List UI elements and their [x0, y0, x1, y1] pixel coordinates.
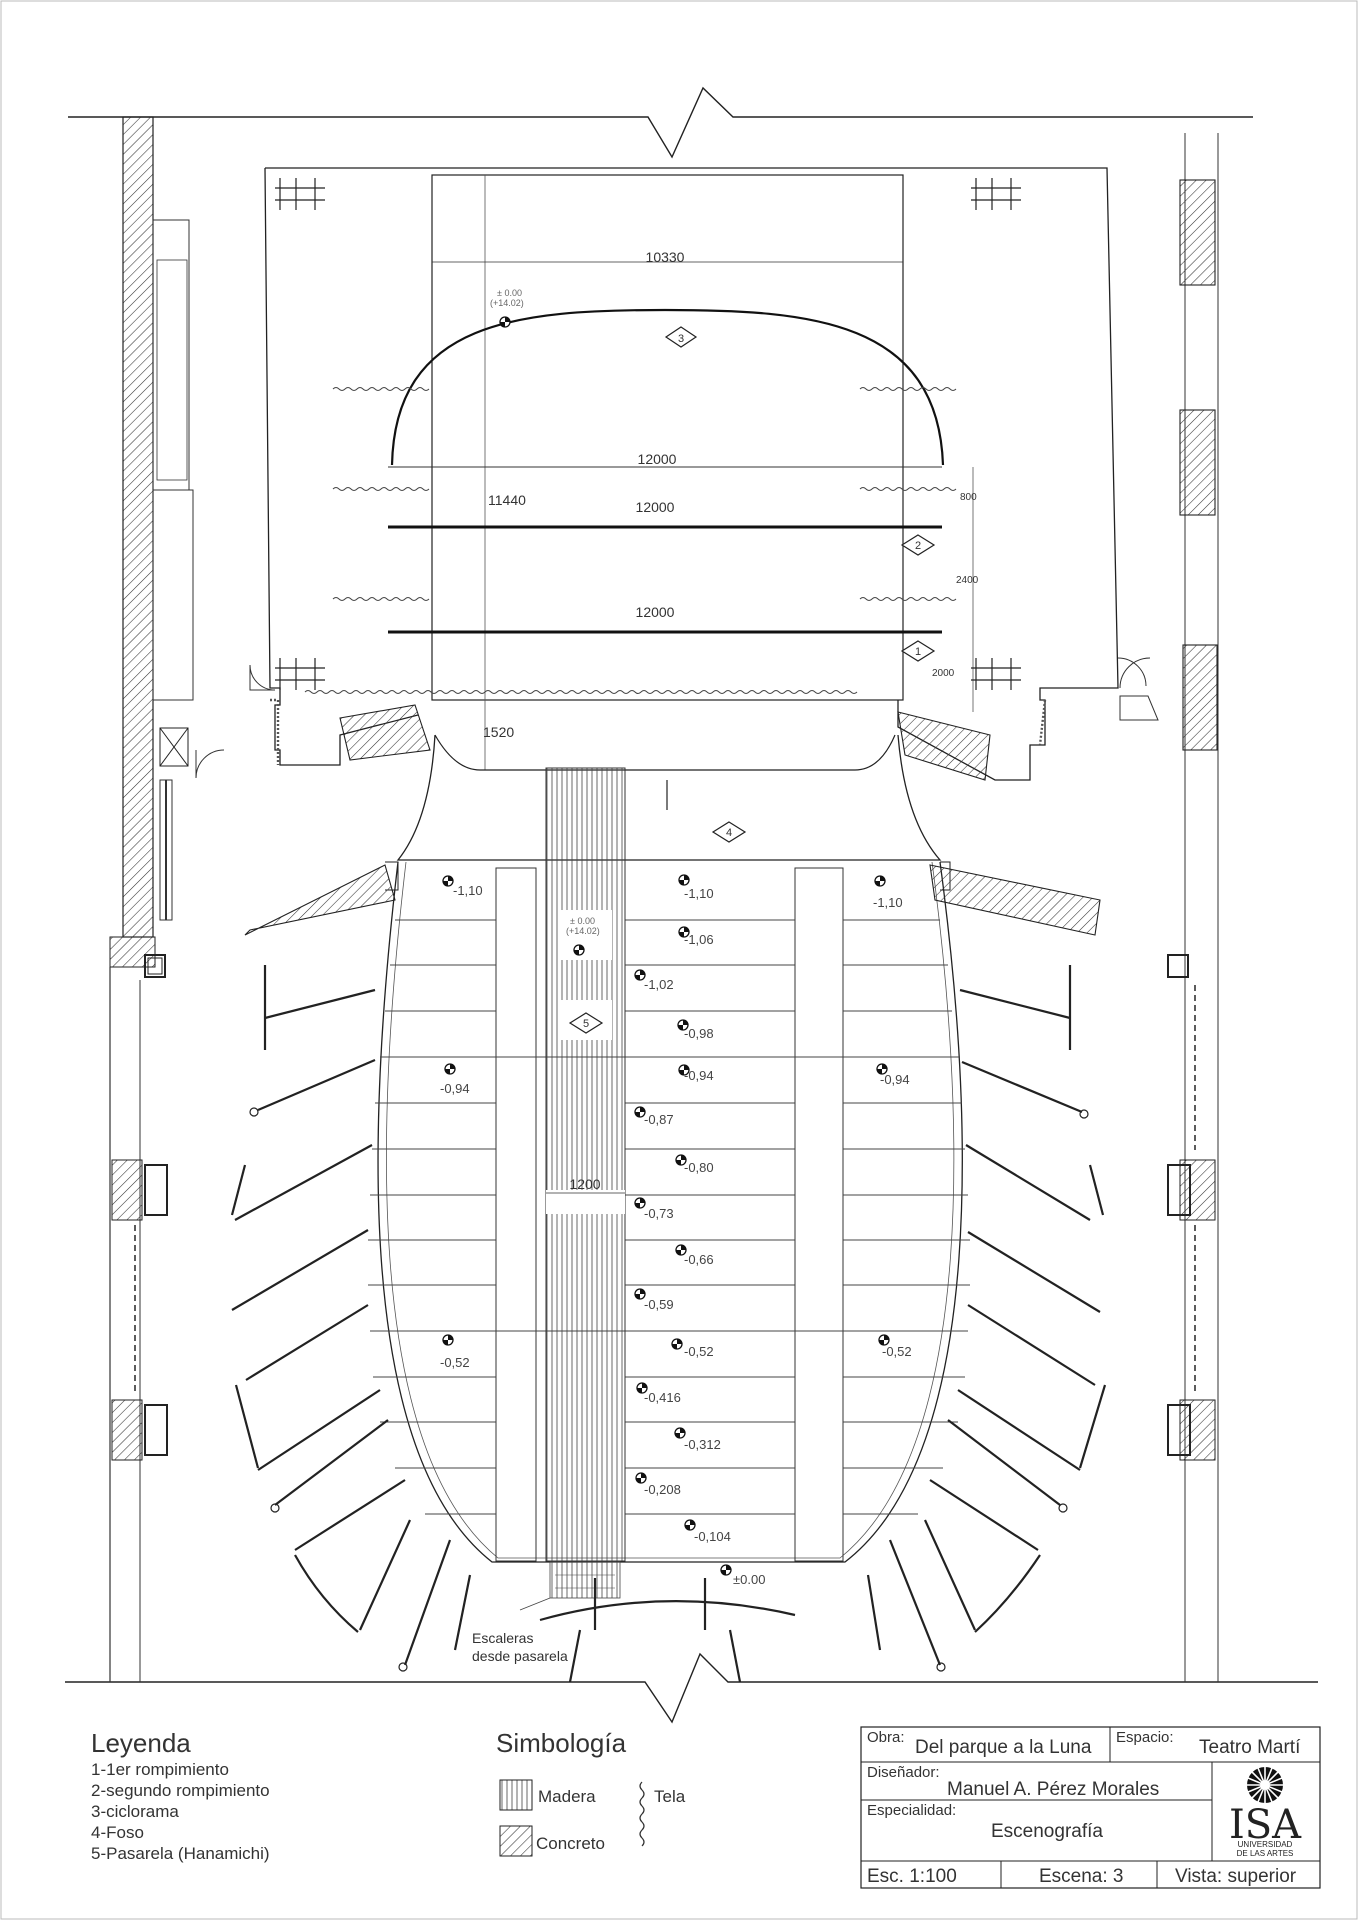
- legend: Leyenda 1-1er rompimiento 2-segundo romp…: [91, 1728, 270, 1863]
- tag-2: 2: [900, 534, 936, 556]
- legend-item: 5-Pasarela (Hanamichi): [91, 1844, 270, 1863]
- svg-text:-0,66: -0,66: [684, 1252, 714, 1267]
- escena-value: Escena: 3: [1039, 1866, 1124, 1887]
- tag-4: 4: [711, 821, 747, 843]
- tag-1: 1: [900, 640, 936, 662]
- disenador-label: Diseñador:: [867, 1764, 940, 1781]
- svg-text:4: 4: [726, 827, 732, 839]
- corner-marks: [275, 178, 1021, 690]
- dim-line-b: 12000: [636, 499, 675, 515]
- svg-text:-0,80: -0,80: [684, 1160, 714, 1175]
- dim-stage-width: 10330: [646, 249, 685, 265]
- svg-text:-0,73: -0,73: [644, 1206, 674, 1221]
- stage-area: 10330 3 12000 12000 11440 12000 2 1 800 …: [275, 174, 1021, 770]
- obra-value: Del parque a la Luna: [915, 1737, 1092, 1758]
- curtain-lines: [304, 387, 957, 694]
- svg-text:(+14.02): (+14.02): [566, 926, 600, 936]
- symbology-title: Simbología: [496, 1728, 627, 1758]
- dim-spacing-2: 2400: [956, 575, 979, 586]
- svg-text:-0,87: -0,87: [644, 1112, 674, 1127]
- svg-text:-1,06: -1,06: [684, 932, 714, 947]
- tag-3: 3: [664, 326, 698, 348]
- svg-text:-0,104: -0,104: [694, 1529, 731, 1544]
- hanamichi-walkway: 5 ± 0.00 (+14.02) 1200: [519, 767, 626, 1611]
- seating-walls: [230, 965, 1107, 1683]
- tag-5: 5: [568, 1012, 604, 1034]
- symbol-fabric-label: Tela: [654, 1787, 686, 1806]
- svg-text:(+14.02): (+14.02): [490, 298, 524, 308]
- concrete-swatch-icon: [499, 1825, 533, 1857]
- svg-text:-0,312: -0,312: [684, 1437, 721, 1452]
- dim-spacing-3: 2000: [932, 668, 955, 679]
- espacio-label: Espacio:: [1116, 1729, 1174, 1746]
- top-break-line: [68, 86, 1253, 159]
- auditorium: [244, 861, 1101, 1563]
- dim-line-c: 12000: [636, 604, 675, 620]
- fabric-symbol-icon: [639, 1781, 645, 1847]
- legend-item: 1-1er rompimiento: [91, 1760, 229, 1779]
- legend-item: 4-Foso: [91, 1823, 144, 1842]
- symbology: Simbología Madera Concreto Tela: [496, 1728, 686, 1857]
- especialidad-label: Especialidad:: [867, 1802, 956, 1819]
- svg-text:Escaleras: Escaleras: [472, 1630, 533, 1646]
- isa-logo: ISA UNIVERSIDAD DE LAS ARTES: [1229, 1767, 1302, 1858]
- legend-title: Leyenda: [91, 1728, 191, 1758]
- bottom-break-line: [65, 1652, 1318, 1724]
- legend-item: 2-segundo rompimiento: [91, 1781, 270, 1800]
- dim-line-a: 12000: [638, 451, 677, 467]
- vista-value: Vista: superior: [1175, 1866, 1297, 1887]
- svg-text:-0,59: -0,59: [644, 1297, 674, 1312]
- legend-item: 3-ciclorama: [91, 1802, 179, 1821]
- disenador-value: Manuel A. Pérez Morales: [947, 1779, 1159, 1800]
- dim-walkway: 1200: [569, 1176, 600, 1192]
- svg-text:-0,416: -0,416: [644, 1390, 681, 1405]
- svg-text:DE LAS ARTES: DE LAS ARTES: [1237, 1849, 1294, 1858]
- svg-text:-1,10: -1,10: [453, 883, 483, 898]
- levels-right: -1,10 -0,94 -0,52: [873, 875, 912, 1359]
- left-wall: [109, 116, 225, 1682]
- svg-text:-1,10: -1,10: [684, 886, 714, 901]
- symbol-concrete-label: Concreto: [536, 1834, 605, 1853]
- stairs-note: Escaleras desde pasarela: [472, 1630, 568, 1664]
- especialidad-value: Escenografía: [991, 1821, 1103, 1842]
- levels-left: -1,10 -0,94 -0,52: [440, 875, 483, 1370]
- levels-center: -1,10 -1,06 -1,02 -0,98 -0,94 -0,87 -0,8…: [634, 874, 765, 1587]
- right-wall: [1117, 133, 1219, 1682]
- svg-text:-0,94: -0,94: [880, 1072, 910, 1087]
- svg-text:-0,52: -0,52: [882, 1344, 912, 1359]
- isa-emblem-icon: [1247, 1767, 1283, 1803]
- wood-swatch-icon: [499, 1779, 533, 1811]
- svg-text:-0,52: -0,52: [440, 1355, 470, 1370]
- escala-value: Esc. 1:100: [867, 1866, 957, 1887]
- walkway-level-mark: ± 0.00 (+14.02): [566, 916, 600, 956]
- svg-text:-1,02: -1,02: [644, 977, 674, 992]
- svg-text:1: 1: [915, 646, 921, 658]
- svg-text:-0,52: -0,52: [684, 1344, 714, 1359]
- svg-text:5: 5: [583, 1018, 589, 1030]
- svg-text:3: 3: [678, 333, 684, 345]
- dim-depth: 11440: [488, 492, 526, 508]
- svg-text:-0,94: -0,94: [440, 1081, 470, 1096]
- svg-text:±0.00: ±0.00: [733, 1572, 765, 1587]
- svg-text:UNIVERSIDAD: UNIVERSIDAD: [1238, 1840, 1293, 1849]
- obra-label: Obra:: [867, 1729, 905, 1746]
- svg-text:-0,98: -0,98: [684, 1026, 714, 1041]
- stage-level-mark: ± 0.00 (+14.02): [490, 288, 524, 328]
- dim-apron: 1520: [483, 724, 514, 740]
- svg-text:desde pasarela: desde pasarela: [472, 1648, 568, 1664]
- svg-text:-1,10: -1,10: [873, 895, 903, 910]
- dim-spacing-1: 800: [960, 492, 977, 503]
- espacio-value: Teatro Martí: [1199, 1737, 1301, 1758]
- symbol-wood-label: Madera: [538, 1787, 596, 1806]
- svg-text:± 0.00: ± 0.00: [497, 288, 522, 298]
- apron: 4: [396, 734, 942, 861]
- svg-text:-0,94: -0,94: [684, 1068, 714, 1083]
- title-block: Obra: Del parque a la Luna Espacio: Teat…: [860, 1726, 1321, 1889]
- stage-enclosure: [249, 167, 1151, 781]
- isa-logo-text: ISA: [1229, 1802, 1302, 1848]
- svg-text:± 0.00: ± 0.00: [570, 916, 595, 926]
- svg-text:-0,208: -0,208: [644, 1482, 681, 1497]
- svg-text:2: 2: [915, 540, 921, 552]
